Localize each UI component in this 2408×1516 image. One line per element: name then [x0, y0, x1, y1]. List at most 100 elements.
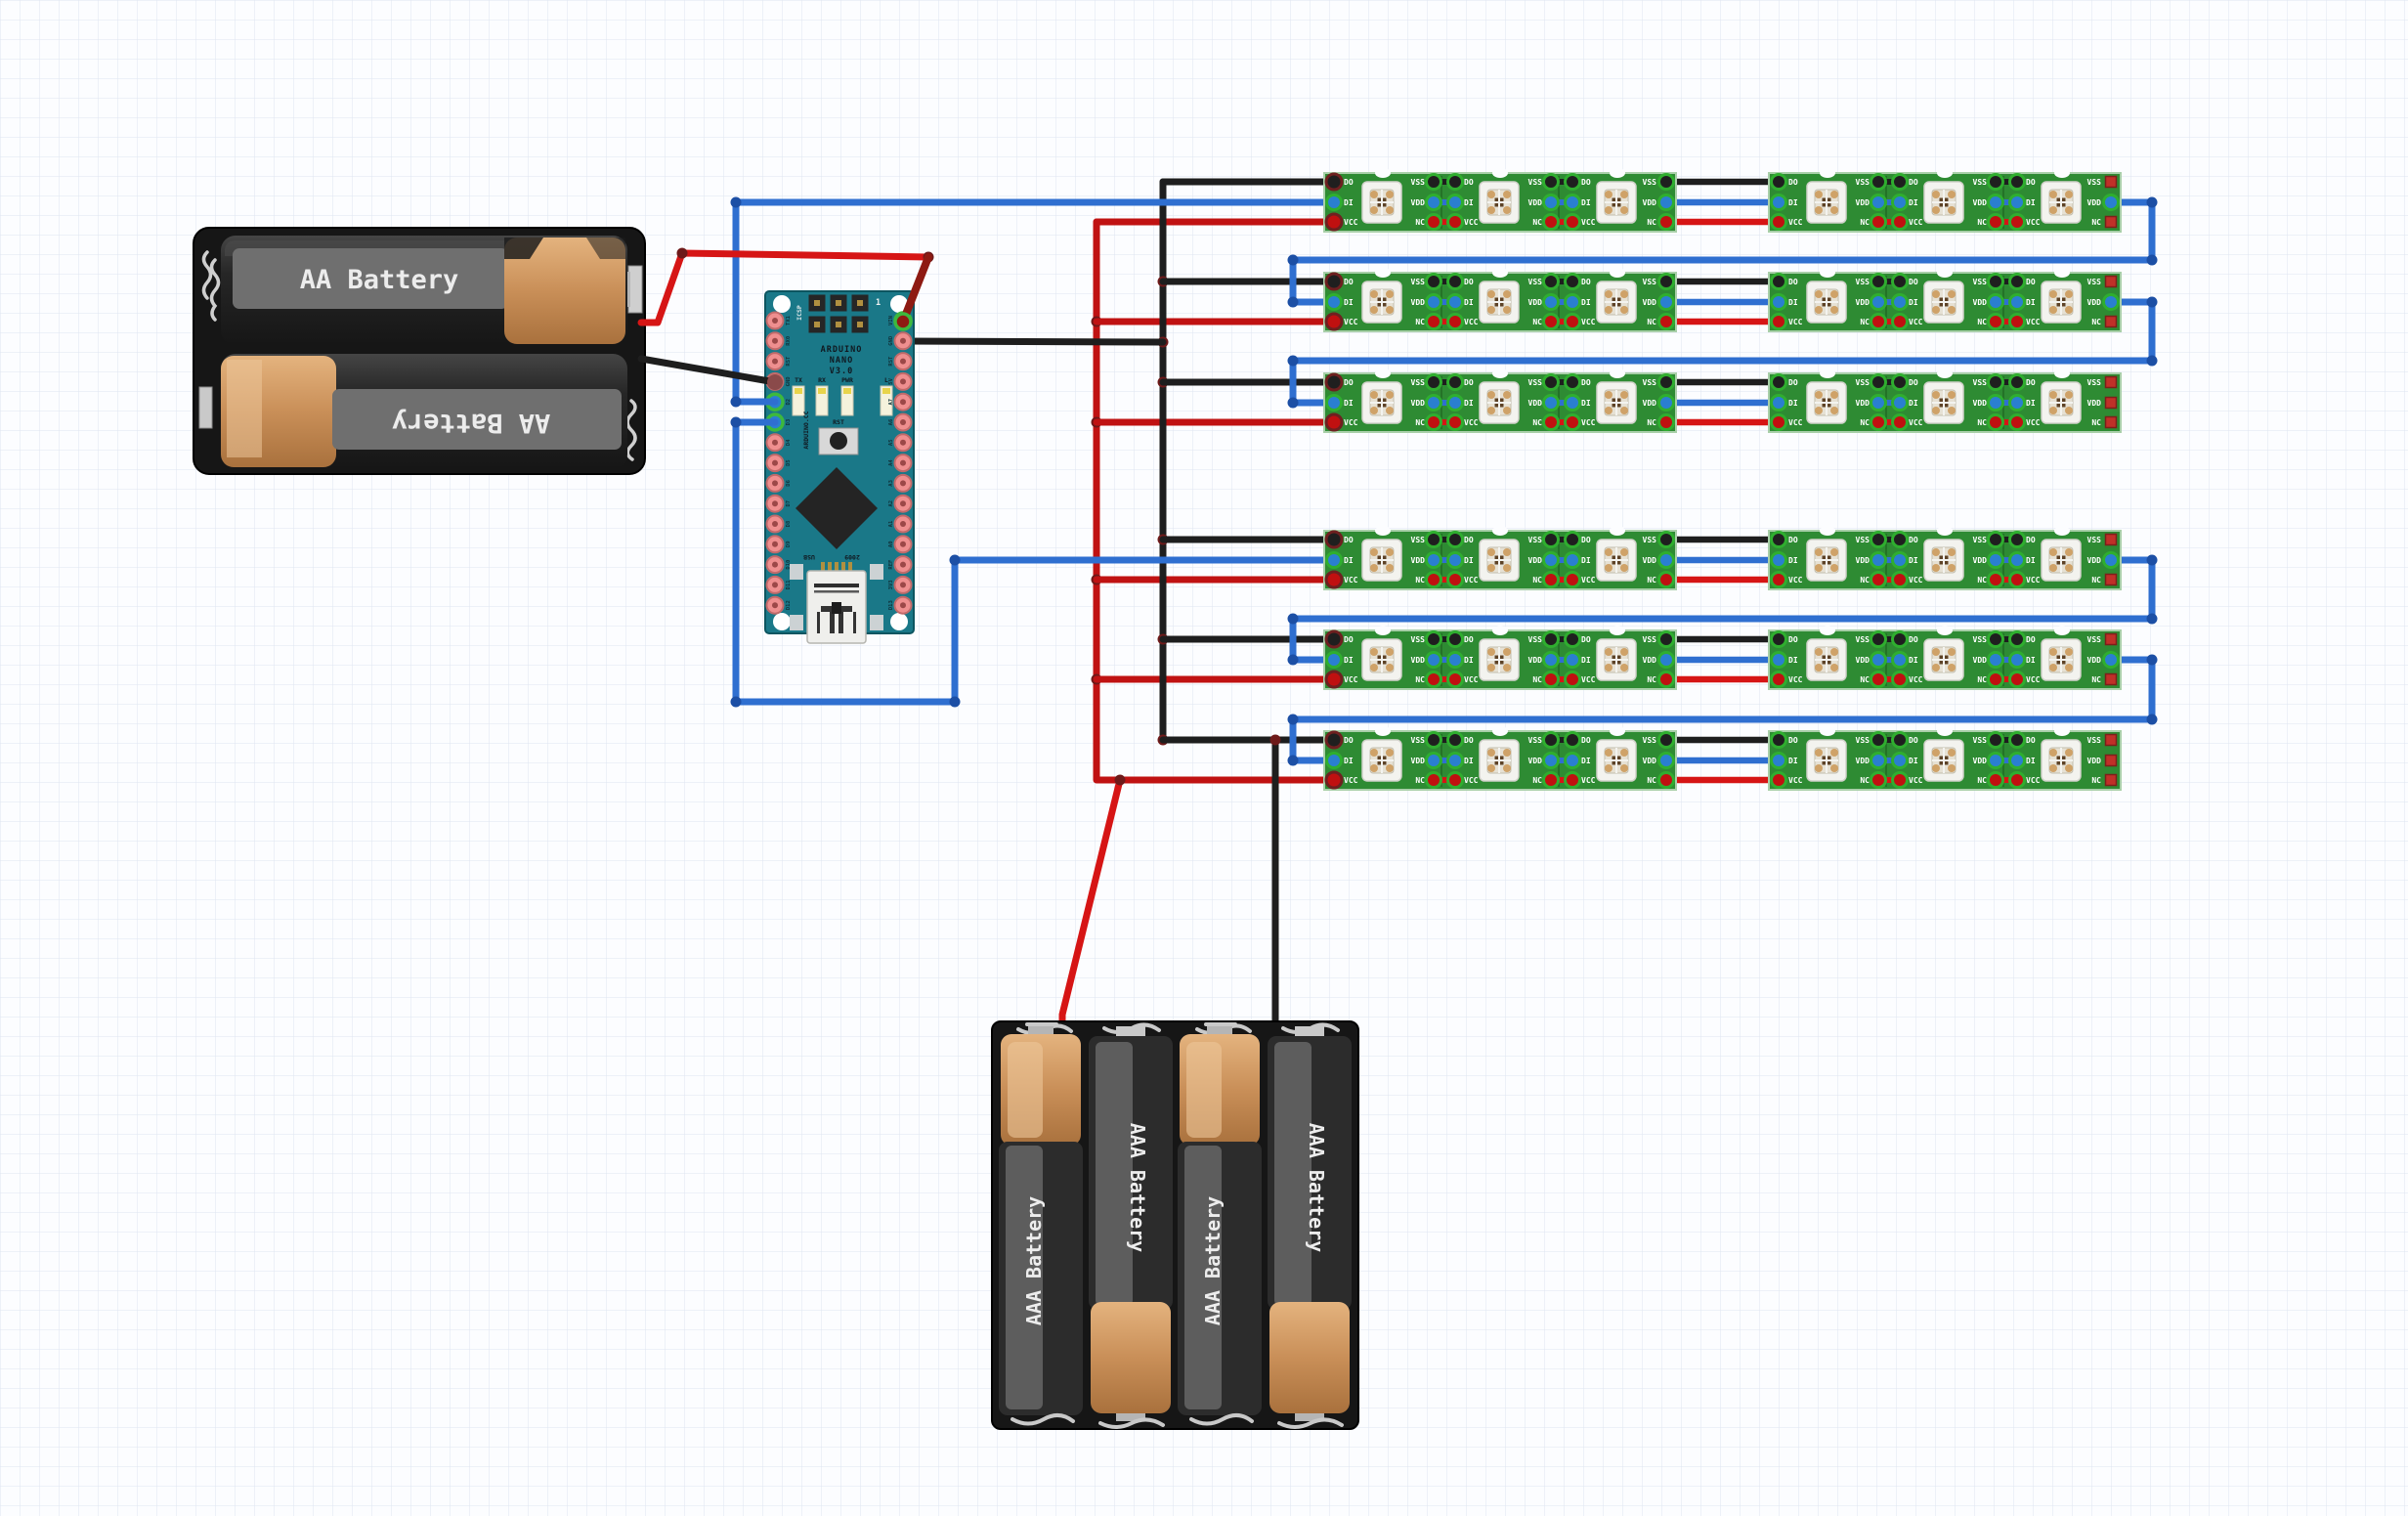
pad-connected[interactable]: [1542, 651, 1560, 669]
pad-connected[interactable]: [1446, 273, 1464, 290]
wire-blue-wrap-row5-row6[interactable]: [1289, 656, 2156, 764]
pad-connected[interactable]: [1657, 630, 1675, 648]
pad-connected[interactable]: [2008, 194, 2026, 211]
pad-connected[interactable]: [1657, 771, 1675, 789]
pad-connected[interactable]: [1770, 194, 1787, 211]
pad-connected[interactable]: [1657, 571, 1675, 588]
pad-connected[interactable]: [1325, 394, 1343, 411]
pad-connected[interactable]: [1987, 531, 2004, 548]
pad-connected[interactable]: [1870, 373, 1887, 391]
pad-connected[interactable]: [1987, 394, 2004, 411]
pad-connected[interactable]: [1870, 752, 1887, 769]
pad-connected[interactable]: [1425, 213, 1442, 231]
pad-connected[interactable]: [1425, 752, 1442, 769]
pad-connected[interactable]: [1564, 293, 1581, 311]
pad-connected[interactable]: [1657, 273, 1675, 290]
pad-connected[interactable]: [1870, 273, 1887, 290]
pad-connected[interactable]: [1770, 571, 1787, 588]
pad-connected[interactable]: [1425, 630, 1442, 648]
pad-connected[interactable]: [1987, 213, 2004, 231]
pad-connected[interactable]: [1542, 571, 1560, 588]
pad-connected[interactable]: [2008, 293, 2026, 311]
pad-connected[interactable]: [1542, 671, 1560, 688]
pad-connected[interactable]: [2008, 752, 2026, 769]
pad-connected[interactable]: [1770, 373, 1787, 391]
pad-connected[interactable]: [1870, 671, 1887, 688]
pad-connected[interactable]: [1770, 394, 1787, 411]
pad-connected[interactable]: [1891, 771, 1909, 789]
pad-wire-end[interactable]: [1324, 670, 1344, 689]
pad-connected[interactable]: [1446, 413, 1464, 431]
pad-connected[interactable]: [1987, 651, 2004, 669]
pad-connected[interactable]: [1446, 531, 1464, 548]
pad-connected[interactable]: [1657, 293, 1675, 311]
pad-connected[interactable]: [1891, 194, 1909, 211]
pad-connected[interactable]: [1770, 771, 1787, 789]
pad-connected[interactable]: [1425, 413, 1442, 431]
pad-connected[interactable]: [1657, 752, 1675, 769]
pad-connected[interactable]: [1770, 313, 1787, 330]
pad-connected[interactable]: [1891, 373, 1909, 391]
pad-connected[interactable]: [1657, 313, 1675, 330]
pad-connected[interactable]: [2008, 313, 2026, 330]
pad-connected[interactable]: [1325, 651, 1343, 669]
pad-connected[interactable]: [1657, 394, 1675, 411]
pad-connected[interactable]: [1891, 752, 1909, 769]
pad-connected[interactable]: [2008, 571, 2026, 588]
pad-connected[interactable]: [1425, 671, 1442, 688]
pad-connected[interactable]: [1891, 630, 1909, 648]
pad-connected[interactable]: [1542, 213, 1560, 231]
pad-connected[interactable]: [1891, 731, 1909, 749]
pad-connected[interactable]: [1446, 651, 1464, 669]
pad-connected[interactable]: [1770, 413, 1787, 431]
pad-wire-end[interactable]: [1324, 530, 1344, 549]
pad-connected[interactable]: [2008, 173, 2026, 191]
pad-connected[interactable]: [1657, 671, 1675, 688]
pad-connected[interactable]: [1446, 571, 1464, 588]
pad-connected[interactable]: [1770, 293, 1787, 311]
pad-connected[interactable]: [1987, 293, 2004, 311]
pad-connected[interactable]: [1870, 571, 1887, 588]
pad-connected[interactable]: [1770, 173, 1787, 191]
pad-connected[interactable]: [1770, 671, 1787, 688]
pad-connected[interactable]: [1446, 194, 1464, 211]
pad-connected[interactable]: [1987, 630, 2004, 648]
pad-connected[interactable]: [1770, 752, 1787, 769]
pad-connected[interactable]: [1542, 373, 1560, 391]
pad-connected[interactable]: [1987, 752, 2004, 769]
pad-connected[interactable]: [2102, 651, 2120, 669]
pad-wire-end[interactable]: [1324, 629, 1344, 649]
pad-connected[interactable]: [1891, 671, 1909, 688]
wire-blue-wrap-row1-row2[interactable]: [1289, 198, 2156, 306]
pad-connected[interactable]: [1542, 551, 1560, 569]
pad-connected[interactable]: [2008, 771, 2026, 789]
pad-connected[interactable]: [1987, 771, 2004, 789]
pad-connected[interactable]: [1987, 551, 2004, 569]
pad-connected[interactable]: [1446, 293, 1464, 311]
pad-connected[interactable]: [1891, 551, 1909, 569]
pad-connected[interactable]: [1425, 394, 1442, 411]
pad-wire-end[interactable]: [1324, 730, 1344, 750]
pad-connected[interactable]: [1325, 293, 1343, 311]
pad-connected[interactable]: [1425, 373, 1442, 391]
pad-connected[interactable]: [1891, 173, 1909, 191]
pad-connected[interactable]: [1425, 651, 1442, 669]
pad-connected[interactable]: [1425, 313, 1442, 330]
pad-connected[interactable]: [1542, 731, 1560, 749]
pad-connected[interactable]: [1542, 771, 1560, 789]
wire-red-vin-stub[interactable]: [899, 253, 932, 325]
pad-connected[interactable]: [1542, 752, 1560, 769]
pad-connected[interactable]: [1770, 651, 1787, 669]
pad-connected[interactable]: [1446, 213, 1464, 231]
pad-connected[interactable]: [1425, 173, 1442, 191]
pad-connected[interactable]: [1446, 373, 1464, 391]
pad-connected[interactable]: [1564, 313, 1581, 330]
pad-connected[interactable]: [1657, 213, 1675, 231]
pad-connected[interactable]: [1564, 173, 1581, 191]
